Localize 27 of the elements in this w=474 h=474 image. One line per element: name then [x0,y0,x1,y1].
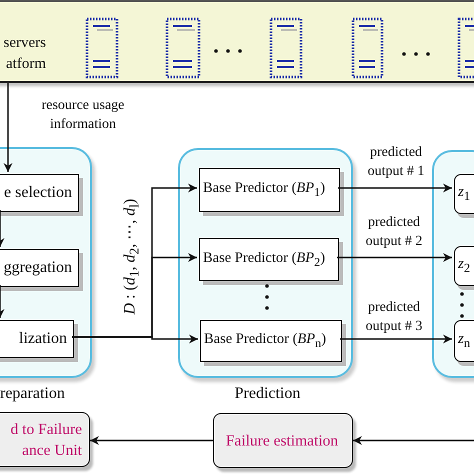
arrow [90,436,213,445]
stage-panel [432,150,474,378]
process-label: ggregation [4,259,72,277]
platform-band [0,0,474,83]
process-label: Base Predictor (BP$_{1}$) [203,180,326,200]
arrow [4,83,12,172]
stage-label: reparation [0,385,65,403]
arrow [340,334,452,344]
output-label: z$_{1}$ [458,184,470,204]
arrow [0,210,4,247]
output-label: z$_{2}$ [458,256,470,276]
process-label: e selection [4,184,72,202]
arrow [0,285,4,318]
arrow [353,436,474,445]
result-box [213,413,353,468]
result-box [0,412,90,467]
stage-label: Prediction [234,385,302,403]
arrow [337,253,452,262]
output-label: z$_{n}$ [458,331,470,351]
process-label: Base Predictor (BP$_{2}$) [203,250,326,270]
arrow [72,334,198,344]
result-label: d to Failure ance Unit [10,420,82,460]
platform-label: servers atform [2,34,46,74]
result-label: Failure estimation [224,431,340,451]
arrow [338,184,452,192]
process-label: Base Predictor (BP$_{n}$) [204,331,326,351]
process-label: lization [19,330,67,348]
